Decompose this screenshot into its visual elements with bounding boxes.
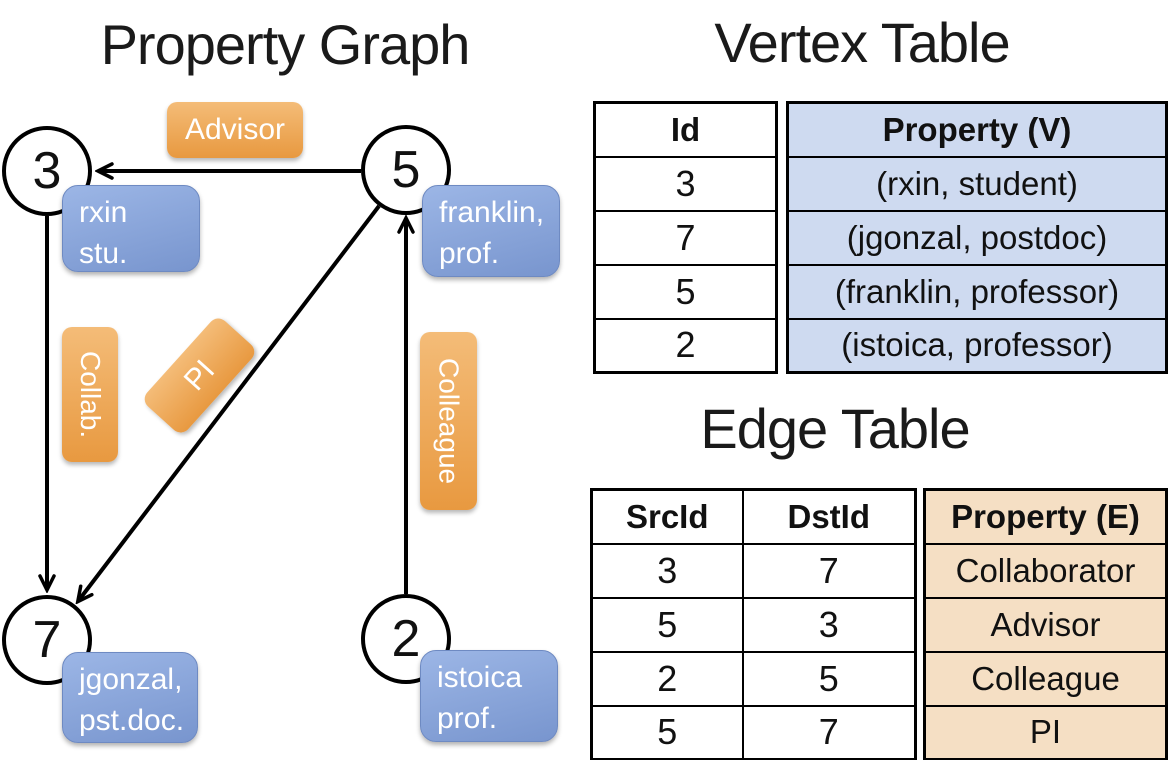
table-row: Colleague	[923, 650, 1168, 707]
edge-property-header: Property (E)	[923, 488, 1168, 545]
graph-edges-layer	[0, 0, 580, 760]
edge-property-cell: Collaborator	[923, 542, 1168, 599]
edge-table-title: Edge Table	[700, 397, 970, 460]
table-row: SrcId DstId	[590, 488, 917, 545]
table-row: Property (E)	[923, 488, 1168, 545]
vertex-property-line: stu.	[79, 237, 128, 271]
table-row: (jgonzal, postdoc)	[786, 209, 1168, 266]
table-row: Collaborator	[923, 542, 1168, 599]
vertex-id-cell: 2	[593, 317, 778, 374]
edge-label-colleague: Colleague	[420, 332, 477, 510]
node-id: 7	[32, 611, 62, 669]
vertex-property-cell: (istoica, professor)	[786, 317, 1168, 374]
table-row: 5 3	[590, 596, 917, 653]
node-id: 5	[391, 141, 421, 199]
vertex-id-cell: 5	[593, 263, 778, 320]
table-row: 2 5	[590, 650, 917, 707]
table-row: 7	[593, 209, 778, 266]
vertex-property-header: Property (V)	[786, 101, 1168, 158]
vertex-property-box-7: jgonzal, pst.doc.	[62, 652, 198, 743]
vertex-property-cell: (franklin, professor)	[786, 263, 1168, 320]
edge-arrow-5-to-7	[79, 204, 381, 600]
vertex-property-line: rxin	[79, 196, 128, 229]
edge-dstid-cell: 5	[741, 650, 917, 707]
edge-srcid-cell: 2	[590, 650, 744, 707]
edge-label-advisor: Advisor	[167, 102, 303, 158]
node-id: 2	[391, 610, 421, 668]
vertex-property-box-3: rxin stu.	[62, 185, 200, 272]
vertex-property-box-5: franklin, prof.	[422, 185, 560, 277]
vertex-table-property-column: Property (V) (rxin, student) (jgonzal, p…	[786, 101, 1168, 374]
edge-srcid-header: SrcId	[590, 488, 744, 545]
table-row: Id	[593, 101, 778, 158]
edge-srcid-cell: 5	[590, 596, 744, 653]
table-row: PI	[923, 704, 1168, 760]
vertex-table-id-column: Id 3 7 5 2	[593, 101, 778, 374]
edge-dstid-cell: 3	[741, 596, 917, 653]
table-row: 3 7	[590, 542, 917, 599]
table-row: (rxin, student)	[786, 155, 1168, 212]
node-circle-2: 2	[361, 594, 451, 684]
edge-table-property-column: Property (E) Collaborator Advisor Collea…	[923, 488, 1168, 760]
edge-property-cell: Colleague	[923, 650, 1168, 707]
vertex-table-title: Vertex Table	[714, 11, 1010, 74]
vertex-property-line: franklin,	[439, 196, 545, 229]
vertex-property-line: prof.	[437, 702, 498, 736]
node-circle-5: 5	[361, 125, 451, 215]
edge-srcid-cell: 3	[590, 542, 744, 599]
edge-label-collab: Collab.	[62, 327, 118, 462]
vertex-property-line: istoica	[437, 661, 523, 694]
table-row: 5	[593, 263, 778, 320]
table-row: 2	[593, 317, 778, 374]
table-row: 5 7	[590, 704, 917, 760]
edge-srcid-cell: 5	[590, 704, 744, 760]
table-row: Advisor	[923, 596, 1168, 653]
edge-dstid-cell: 7	[741, 704, 917, 760]
vertex-id-header: Id	[593, 101, 778, 158]
property-graph-title: Property Graph	[100, 13, 471, 76]
table-row: Property (V)	[786, 101, 1168, 158]
node-id: 3	[32, 142, 62, 200]
edge-property-cell: Advisor	[923, 596, 1168, 653]
edge-table-id-columns: SrcId DstId 3 7 5 3 2 5 5 7	[590, 488, 917, 760]
vertex-id-cell: 3	[593, 155, 778, 212]
vertex-property-box-2: istoica prof.	[420, 650, 558, 742]
vertex-property-cell: (jgonzal, postdoc)	[786, 209, 1168, 266]
edge-dstid-cell: 7	[741, 542, 917, 599]
edge-dstid-header: DstId	[741, 488, 917, 545]
vertex-id-cell: 7	[593, 209, 778, 266]
vertex-property-line: pst.doc.	[79, 704, 185, 738]
vertex-property-line: prof.	[439, 237, 500, 271]
table-row: (istoica, professor)	[786, 317, 1168, 374]
table-row: 3	[593, 155, 778, 212]
vertex-property-cell: (rxin, student)	[786, 155, 1168, 212]
table-row: (franklin, professor)	[786, 263, 1168, 320]
vertex-property-line: jgonzal,	[79, 663, 183, 696]
edge-property-cell: PI	[923, 704, 1168, 760]
